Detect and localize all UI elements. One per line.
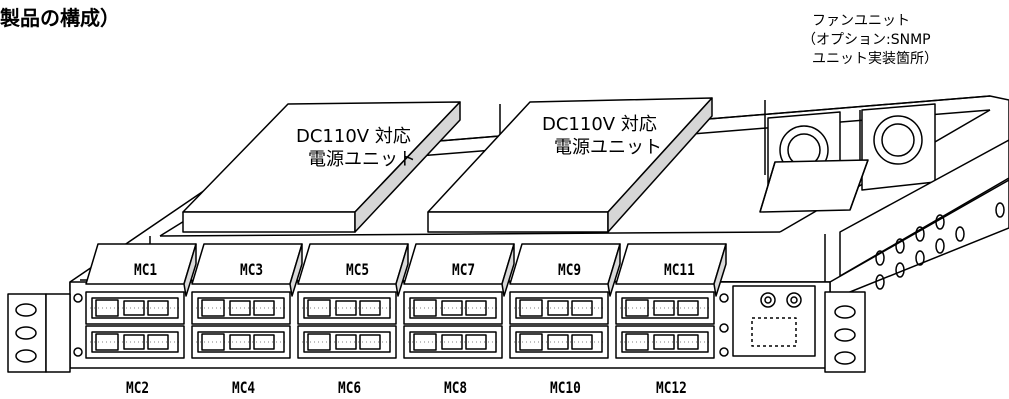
fan-unit-label-line3: ユニット実装箇所）: [812, 50, 938, 67]
psu-label-2: DC110V 対応 電源ユニット: [542, 114, 662, 159]
mc-card: [615, 243, 727, 359]
psu-unit-2: [427, 97, 713, 233]
mc-cards: [85, 243, 727, 359]
mc-label-bottom: MC10: [550, 378, 581, 397]
fan-unit-label-line1: ファンユニット: [812, 13, 910, 29]
fan-unit: [759, 103, 936, 213]
mc-label-bottom: MC6: [338, 378, 362, 397]
mc-label-top: MC3: [240, 260, 264, 279]
mc-card: [191, 243, 303, 359]
psu-label-1: DC110V 対応 電源ユニット: [296, 126, 416, 171]
psu-unit-1: [182, 101, 461, 233]
psu-label-1-line2: 電源ユニット: [308, 148, 416, 170]
mc-label-top: MC11: [664, 260, 695, 279]
mc-card: [403, 243, 515, 359]
psu-label-2-line2: 電源ユニット: [554, 136, 662, 158]
mc-label-top: MC1: [134, 260, 158, 279]
mc-label-bottom: MC2: [126, 378, 150, 397]
page-title: 製品の構成）: [0, 6, 120, 30]
mc-label-top: MC9: [558, 260, 582, 279]
mc-label-bottom: MC8: [444, 378, 468, 397]
psu-label-1-line1: DC110V 対応: [296, 126, 411, 147]
right-side-panel: [829, 139, 1009, 301]
mc-label-top: MC5: [346, 260, 370, 279]
mc-card: [297, 243, 409, 359]
psu-label-2-line1: DC110V 対応: [542, 114, 657, 135]
mc-label-bottom: MC4: [232, 378, 256, 397]
fan-unit-label: ファンユニット （オプション:SNMP ユニット実装箇所）: [802, 12, 938, 69]
mc-card: [85, 243, 197, 359]
mc-card: [509, 243, 621, 359]
fan-unit-label-line2: （オプション:SNMP: [802, 31, 931, 48]
mc-label-bottom: MC12: [656, 378, 687, 397]
mc-label-top: MC7: [452, 260, 476, 279]
